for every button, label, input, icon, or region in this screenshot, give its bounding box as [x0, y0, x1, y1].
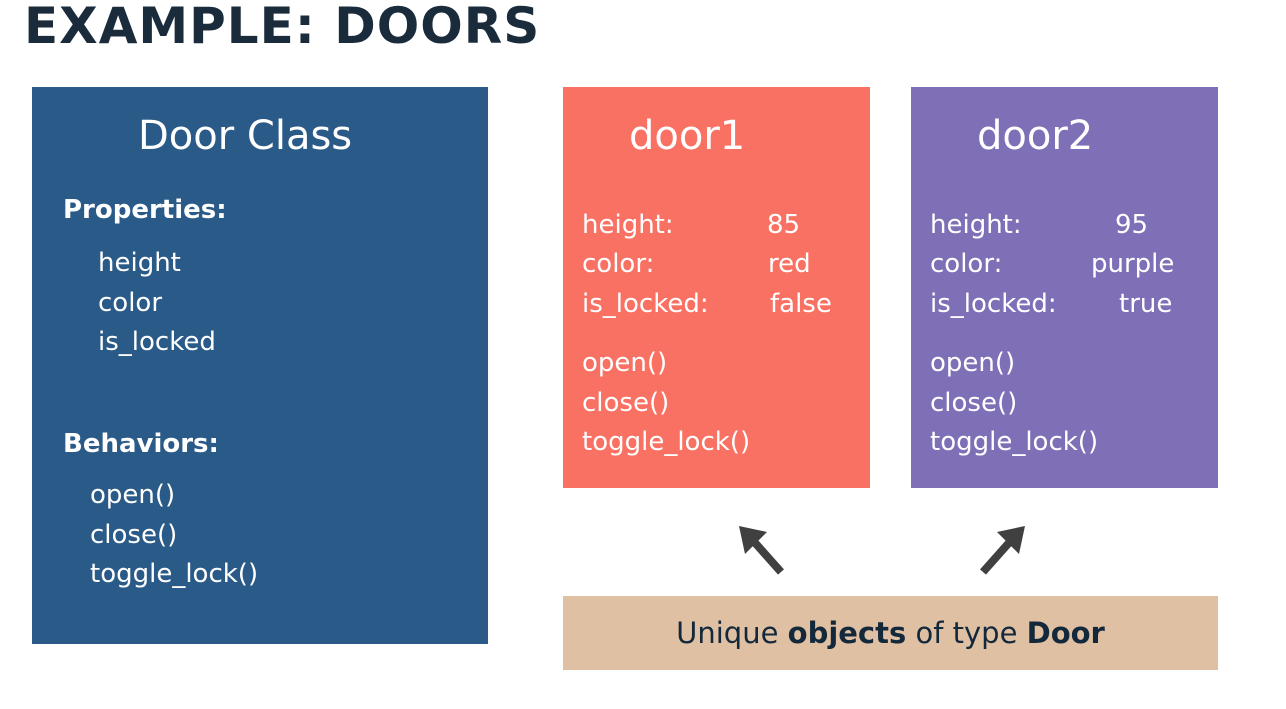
door1-object-box: door1 height: 85 color: red is_locked: f… [563, 87, 870, 488]
door2-property-value: true [1119, 289, 1173, 319]
door2-object-box: door2 height: 95 color: purple is_locked… [911, 87, 1218, 488]
door2-property-value: purple [1091, 249, 1175, 279]
caption-text-part: Unique [676, 616, 788, 650]
objects-caption: Unique objects of type Door [563, 596, 1218, 670]
door1-property-value: 85 [767, 210, 801, 240]
class-property-item: color [98, 287, 163, 318]
door2-property-key: height: [930, 210, 1022, 240]
class-box-title: Door Class [138, 113, 353, 159]
caption-text-part: of type [906, 616, 1027, 650]
door1-method-item: toggle_lock() [582, 427, 751, 457]
door2-property-key: is_locked: [930, 289, 1057, 319]
door2-method-item: toggle_lock() [930, 427, 1099, 457]
door1-property-value: red [768, 249, 811, 279]
door1-property-value: false [770, 289, 832, 319]
class-behavior-item: open() [90, 480, 176, 510]
door1-property-key: is_locked: [582, 289, 709, 319]
door2-method-item: open() [930, 348, 1016, 378]
class-behavior-item: toggle_lock() [90, 559, 259, 589]
door2-title: door2 [977, 113, 1094, 159]
door2-property-value: 95 [1115, 210, 1149, 240]
class-property-item: height [98, 248, 181, 278]
door-class-box: Door Class Properties: height color is_l… [32, 87, 488, 644]
door1-title: door1 [629, 113, 746, 159]
arrow-up-right-icon [980, 526, 1025, 575]
door1-methods-list: open() close() toggle_lock() [582, 344, 750, 463]
behaviors-heading: Behaviors: [63, 429, 219, 459]
properties-heading: Properties: [63, 195, 227, 225]
door2-property-key: color: [930, 249, 1003, 279]
door1-method-item: open() [582, 348, 668, 378]
door2-methods-list: open() close() toggle_lock() [930, 344, 1098, 463]
door2-method-item: close() [930, 387, 1018, 418]
page-title: EXAMPLE: DOORS [24, 0, 541, 55]
arrow-up-left-icon [739, 526, 784, 575]
door1-method-item: close() [582, 387, 670, 418]
caption-bold-objects: objects [787, 616, 907, 650]
door1-property-key: height: [582, 210, 674, 240]
class-behavior-item: close() [90, 519, 178, 550]
caption-bold-door: Door [1026, 616, 1105, 650]
door1-property-key: color: [582, 249, 655, 279]
class-property-item: is_locked [98, 327, 216, 357]
class-properties-list: height color is_locked [98, 244, 216, 363]
class-behaviors-list: open() close() toggle_lock() [90, 476, 258, 595]
